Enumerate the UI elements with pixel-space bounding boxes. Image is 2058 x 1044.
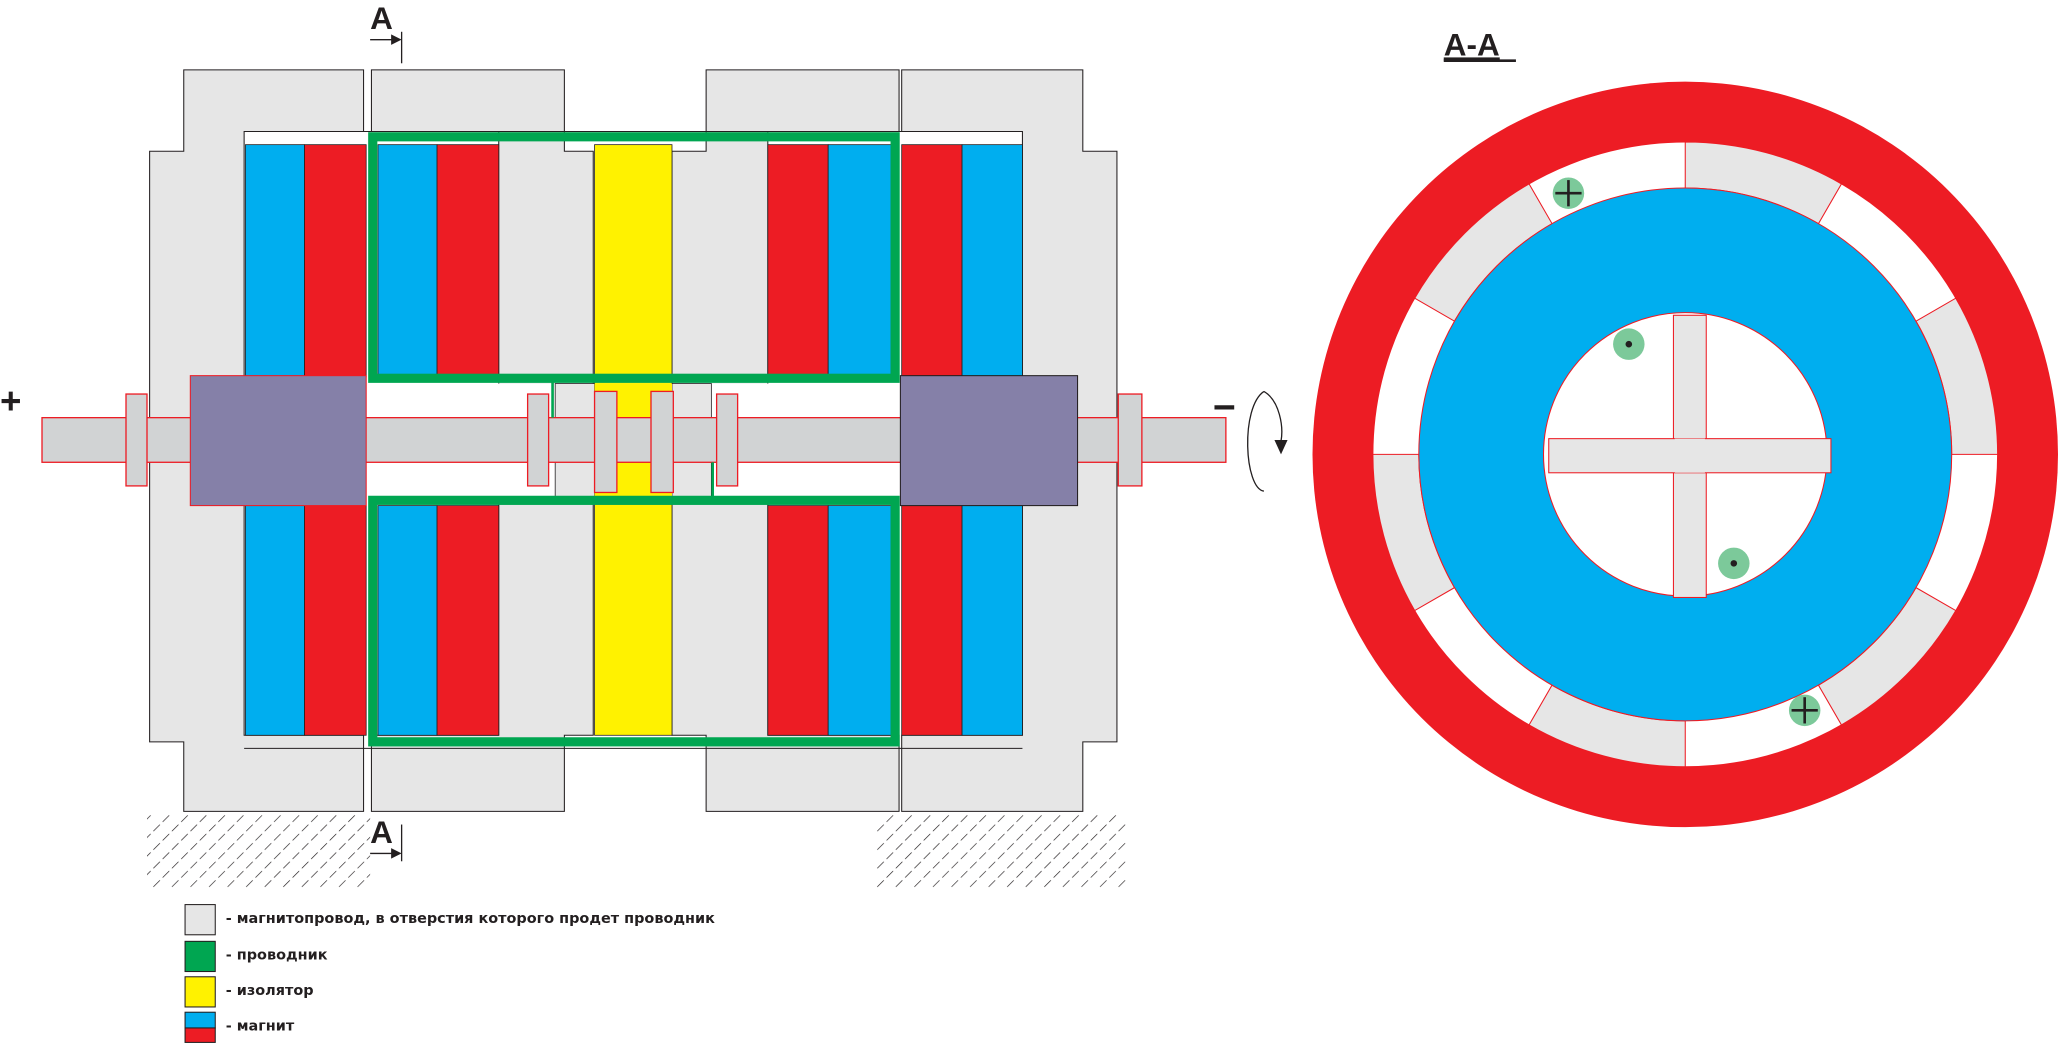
shaft-flange [1117,393,1143,487]
arrow-icon [391,34,402,45]
plus-terminal-label: + [0,381,21,422]
rotation-arrow-icon [1247,390,1288,492]
section-mark-top: A [370,0,393,36]
current-out-icon [1718,547,1750,580]
magnet-blue [827,144,892,378]
longitudinal-section: A A + − [0,0,1288,888]
current-in-icon [1552,177,1585,209]
magnet-blue [245,505,305,736]
coupling-half [593,390,618,494]
magnet-red [436,144,500,378]
magnet-blue [961,144,1023,378]
cross-section-a-a: A-A [1312,26,2058,828]
magnet-red [304,505,367,736]
conductor-loop-bottom [368,495,900,747]
legend-label: - магнитопровод, в отверстия которого пр… [226,911,715,927]
magnet-blue [377,505,438,736]
rotor-disk-left [189,375,367,507]
legend-swatch-magnet-red [184,1027,216,1043]
legend-swatch-yoke [184,904,216,936]
current-out-icon [1613,328,1645,360]
magnet-red [767,505,829,736]
magnets [245,144,1023,736]
shaft-flange [526,393,550,487]
legend-swatch-magnet-blue [184,1011,216,1029]
magnet-blue [377,144,438,378]
magnet-blue [961,505,1023,736]
magnet-blue [827,505,892,736]
magnet-red [436,505,500,736]
rotor-disk-right [899,375,1079,507]
legend: - магнитопровод, в отверстия которого пр… [184,904,715,1043]
legend-label: - проводник [226,948,328,964]
ground-hatch-left [147,814,371,888]
legend-label: - изолятор [226,983,314,999]
cross-bar-horizontal [1548,438,1832,474]
legend-label: - магнит [226,1019,295,1035]
legend-swatch-conductor [184,940,216,973]
magnet-red [901,144,963,378]
section-title: A-A [1444,26,1500,62]
ground-hatch-right [876,814,1127,888]
arrow-icon [391,848,402,859]
magnet-red [304,144,367,378]
section-mark-bottom: A [370,814,393,850]
shaft-flange [125,393,148,487]
current-in-icon [1788,694,1821,727]
conductor-loop-top [368,132,900,383]
magnet-red [901,505,963,736]
legend-swatch-insulator [184,976,216,1008]
magnet-blue [245,144,305,378]
coupling-half [650,390,674,494]
magnet-red [767,144,829,378]
shaft-flange [715,393,739,487]
minus-terminal-label: − [1213,385,1236,429]
